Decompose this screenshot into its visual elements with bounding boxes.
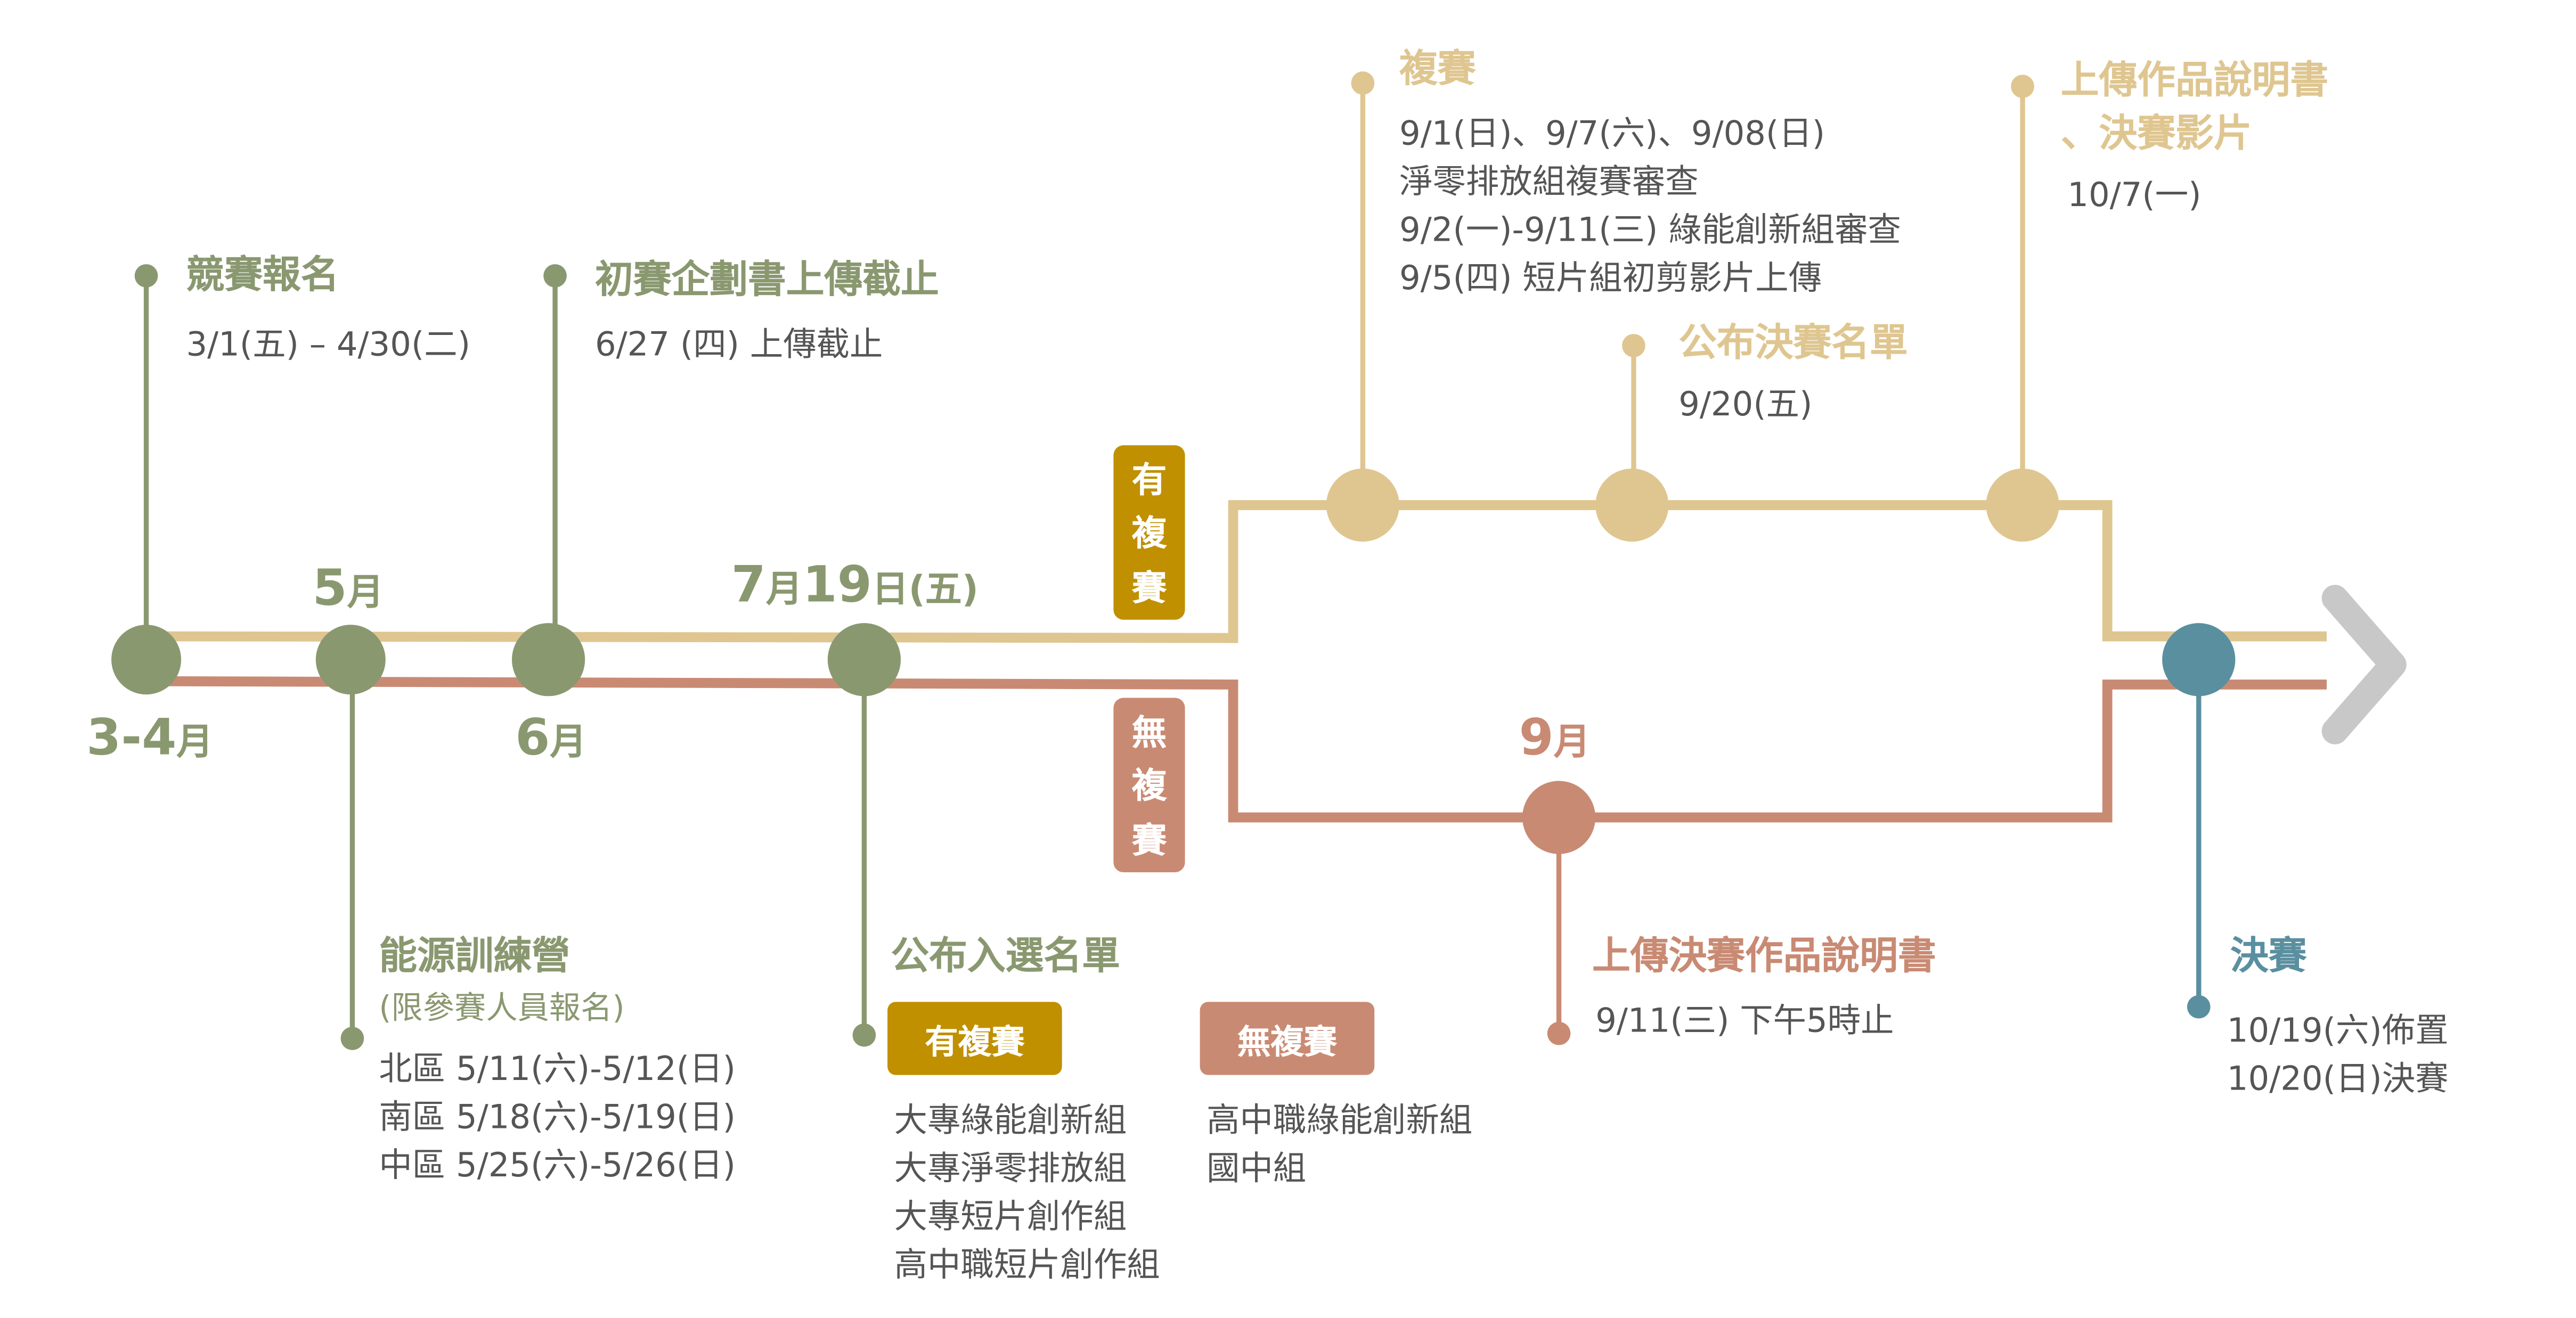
group-item: 高中職短片創作組 — [894, 1244, 1160, 1284]
stem-dot — [852, 1023, 876, 1047]
group-item: 大專淨零排放組 — [894, 1148, 1127, 1188]
camp-title: 能源訓練營 — [379, 935, 570, 979]
month-label-6: 6月 — [515, 709, 587, 768]
final-line: 10/20(日)決賽 — [2227, 1058, 2449, 1099]
milestone-node — [1522, 781, 1596, 854]
proposal-title: 初賽企劃書上傳截止 — [594, 259, 939, 302]
semifinal-title: 複賽 — [1399, 48, 1476, 92]
badge-char: 複 — [1131, 766, 1167, 807]
milestone-node — [315, 625, 386, 695]
with-semifinal-groups: 大專綠能創新組 大專淨零排放組 大專短片創作組 高中職短片創作組 — [894, 1096, 1160, 1289]
without-semifinal-groups: 高中職綠能創新組 國中組 — [1207, 1096, 1472, 1193]
finalist-date: 9/20(五) — [1678, 383, 1813, 424]
milestone-node — [111, 625, 182, 695]
shortlist-title: 公布入選名單 — [891, 935, 1120, 979]
without-semifinal-track — [146, 676, 2327, 823]
without-semifinal-badge: 無複賽 — [1113, 698, 1185, 872]
stem-dot — [1351, 71, 1375, 95]
semifinal-line: 9/1(日)、9/7(六)、9/08(日) — [1399, 113, 1825, 153]
month-label-5: 5月 — [312, 560, 384, 618]
badge-char: 複 — [1131, 514, 1167, 554]
proposal-date: 6/27 (四) 上傳截止 — [594, 324, 883, 364]
semifinal-line: 9/2(一)-9/11(三) 綠能創新組審查 — [1399, 209, 1901, 249]
semifinal-line: 9/5(四) 短片組初剪影片上傳 — [1399, 257, 1822, 298]
stem-dot — [543, 264, 567, 288]
stem-dot — [2187, 995, 2211, 1019]
date-label-7-19: 7月19日(五) — [731, 556, 979, 615]
camp-note: (限參賽人員報名) — [379, 990, 625, 1027]
group-item: 大專綠能創新組 — [894, 1100, 1127, 1140]
semifinal-line: 淨零排放組複賽審查 — [1399, 161, 1699, 201]
milestone-node — [1986, 468, 2059, 542]
camp-session: 北區 5/11(六)-5/12(日) — [379, 1048, 736, 1088]
stem-dot — [134, 264, 158, 288]
milestone-node — [2162, 623, 2236, 697]
final-title: 決賽 — [2230, 935, 2307, 979]
upload-without-title: 上傳決賽作品說明書 — [1592, 935, 1936, 979]
stem-dot — [2011, 75, 2034, 99]
semifinal-details: 9/1(日)、9/7(六)、9/08(日) 淨零排放組複賽審查 9/2(一)-9… — [1399, 110, 1901, 302]
badge-char: 無 — [1131, 713, 1167, 753]
milestone-node — [1326, 468, 1400, 542]
milestone-node — [511, 623, 585, 697]
camp-session: 南區 5/18(六)-5/19(日) — [379, 1096, 736, 1137]
finalist-title: 公布決賽名單 — [1678, 322, 1908, 366]
month-label-9: 9月 — [1519, 709, 1591, 768]
camp-sessions: 北區 5/11(六)-5/12(日) 南區 5/18(六)-5/19(日) 中區… — [379, 1045, 736, 1189]
month-label-3-4: 3-4月 — [86, 709, 214, 768]
final-details: 10/19(六)佈置 10/20(日)決賽 — [2227, 1007, 2449, 1103]
with-semifinal-track — [146, 500, 2327, 643]
title-line: 上傳作品說明書 — [2060, 60, 2329, 103]
group-item: 國中組 — [1207, 1148, 1307, 1188]
upload-without-date: 9/11(三) 下午5時止 — [1595, 1000, 1894, 1041]
milestone-node — [827, 623, 901, 697]
stem-dot — [340, 1027, 364, 1050]
camp-session: 中區 5/25(六)-5/26(日) — [379, 1144, 736, 1185]
badge-char: 賽 — [1131, 568, 1167, 608]
with-semifinal-badge: 有複賽 — [1113, 445, 1185, 620]
badge-char: 賽 — [1131, 820, 1167, 861]
chevron-right-icon — [2321, 585, 2407, 744]
group-item: 大專短片創作組 — [894, 1196, 1127, 1237]
badge-char: 有 — [1131, 460, 1167, 501]
final-line: 10/19(六)佈置 — [2227, 1010, 2449, 1050]
group-item: 高中職綠能創新組 — [1207, 1100, 1473, 1140]
without-semifinal-tag: 無複賽 — [1200, 1002, 1375, 1075]
milestone-node — [1595, 468, 1669, 542]
registration-date: 3/1(五) – 4/30(二) — [186, 324, 471, 364]
registration-title: 競賽報名 — [186, 254, 339, 298]
title-line: 、決賽影片 — [2060, 113, 2252, 157]
stem-dot — [1622, 334, 1645, 357]
upload-with-title: 上傳作品說明書 、決賽影片 — [2061, 55, 2328, 161]
stem-dot — [1547, 1021, 1571, 1045]
upload-with-date: 10/7(一) — [2067, 174, 2202, 215]
with-semifinal-tag: 有複賽 — [887, 1002, 1062, 1075]
